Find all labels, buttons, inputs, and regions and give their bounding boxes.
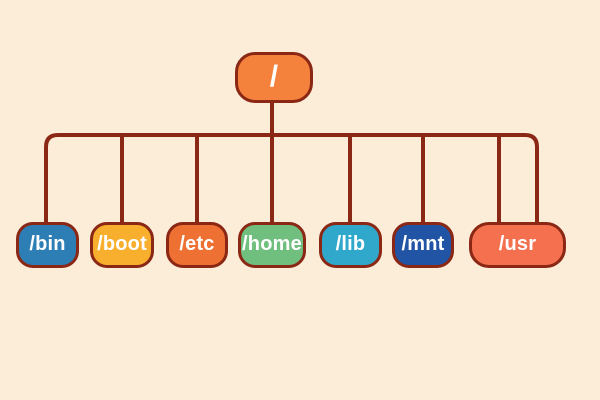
node-home-label: /home [242, 233, 302, 255]
node-usr: /usr [469, 222, 566, 268]
node-root-label: / [269, 59, 279, 93]
node-lib: /lib [319, 222, 382, 268]
node-boot: /boot [90, 222, 154, 268]
node-mnt: /mnt [392, 222, 454, 268]
node-root: / [235, 52, 313, 103]
node-etc-label: /etc [179, 233, 215, 255]
connector-horizontal-bar [44, 133, 539, 222]
node-usr-label: /usr [498, 233, 537, 255]
node-etc: /etc [166, 222, 228, 268]
node-boot-label: /boot [97, 233, 147, 255]
node-lib-label: /lib [335, 233, 366, 255]
node-home: /home [238, 222, 306, 268]
node-bin: /bin [16, 222, 79, 268]
node-mnt-label: /mnt [401, 233, 445, 255]
node-bin-label: /bin [29, 233, 66, 255]
